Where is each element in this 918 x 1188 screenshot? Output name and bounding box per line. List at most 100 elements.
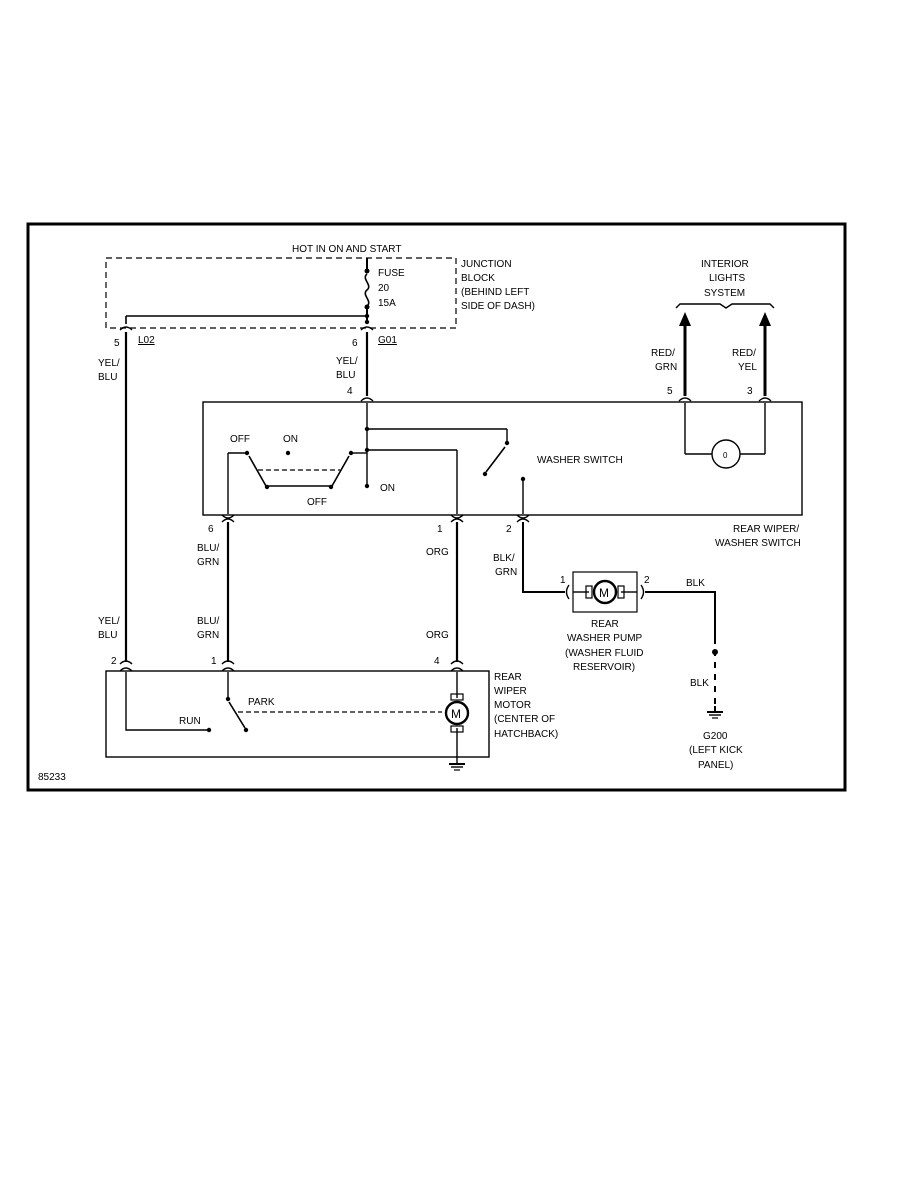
junction-block: HOT IN ON AND START JUNCTION BLOCK (BEHI… [105, 244, 535, 329]
ground-label-3: PANEL) [698, 760, 733, 771]
pin-switch-4: 4 [347, 386, 353, 397]
arrow-up-icon [759, 312, 771, 326]
wire-blu-grn-bot-1: BLU/ [197, 616, 219, 627]
label-on-top: ON [283, 434, 298, 445]
label-off-top: OFF [230, 434, 250, 445]
rear-wiper-washer-switch [202, 401, 803, 516]
connector-motor-1 [221, 660, 235, 665]
connector-switch-1b [450, 518, 464, 523]
fuse-label: FUSE [378, 268, 405, 279]
wire-blk-top: BLK [686, 578, 705, 589]
ground-label-1: G200 [703, 731, 728, 742]
interior-lights-label-3: SYSTEM [704, 288, 745, 299]
lamp-symbol: 0 [723, 451, 728, 460]
junction-block-label-3: (BEHIND LEFT [461, 287, 529, 298]
connector-switch-4 [360, 397, 374, 402]
fuse-number: 20 [378, 283, 390, 294]
motor-label-5: HATCHBACK) [494, 729, 558, 740]
wire-blu-grn-top-1: BLU/ [197, 543, 219, 554]
rear-wiper-motor: REAR WIPER MOTOR (CENTER OF HATCHBACK) R… [105, 670, 558, 771]
motor-label-4: (CENTER OF [494, 714, 555, 725]
connector-motor-2 [119, 660, 133, 665]
connector-switch-1 [450, 514, 464, 519]
label-on-mid: ON [380, 483, 395, 494]
pump-motor-icon [592, 579, 618, 605]
splice-l02: L02 [138, 335, 155, 346]
rear-washer-pump: 1 2 M REAR WASHER PUMP (WASHER FLUID RES… [560, 571, 650, 673]
washer-switch-label: WASHER SWITCH [537, 455, 623, 466]
wire-org-bot: ORG [426, 630, 449, 641]
pin-pump-1: 1 [560, 575, 566, 586]
pin-lights-5: 5 [667, 386, 673, 397]
label-off-bottom: OFF [307, 497, 327, 508]
park-label: PARK [248, 697, 275, 708]
pin-motor-2: 2 [111, 656, 117, 667]
connector-lights-5 [678, 397, 692, 402]
pump-label-2: WASHER PUMP [567, 633, 643, 644]
wire-blu-grn-bot-2: GRN [197, 630, 219, 641]
wire-red-yel-1: RED/ [732, 348, 756, 359]
pin-jb-6: 6 [352, 338, 358, 349]
connector-switch-6 [221, 514, 235, 519]
figure-id: 85233 [38, 772, 66, 783]
switch-internals: ON WASHER SWITCH OFF ON OFF [227, 403, 623, 514]
connector-switch-2b [516, 518, 530, 523]
pump-label-3: (WASHER FLUID [565, 648, 644, 659]
wire-blk-bot: BLK [690, 678, 709, 689]
run-label: RUN [179, 716, 201, 727]
wire-blk-grn-1: BLK/ [493, 553, 515, 564]
wire-yel-blu-top-1: YEL/ [98, 358, 120, 369]
pump-label-1: REAR [591, 619, 619, 630]
interior-lights-label-1: INTERIOR [701, 259, 749, 270]
wire-red-grn-2: GRN [655, 362, 677, 373]
splice-g01: G01 [378, 335, 397, 346]
connector-lights-3 [758, 397, 772, 402]
motor-label-3: MOTOR [494, 700, 531, 711]
wire-red-grn-1: RED/ [651, 348, 675, 359]
wire-blk-grn-2: GRN [495, 567, 517, 578]
wire-yel-blu-sw-2: BLU [336, 370, 355, 381]
wire-blu-grn-top-2: GRN [197, 557, 219, 568]
pin-motor-1: 1 [211, 656, 217, 667]
lamp-icon: 0 [684, 403, 766, 469]
interior-lights-system: INTERIOR LIGHTS SYSTEM RED/ GRN RED/ YEL… [651, 259, 775, 402]
pin-switch-2: 2 [506, 524, 512, 535]
pin-jb-5: 5 [114, 338, 120, 349]
wire-yel-blu-bot-1: YEL/ [98, 616, 120, 627]
motor-label-1: REAR [494, 672, 522, 683]
wiper-motor-symbol: M [451, 707, 461, 721]
pin-pump-2: 2 [644, 575, 650, 586]
junction-block-label-1: JUNCTION [461, 259, 512, 270]
interior-lights-label-2: LIGHTS [709, 273, 745, 284]
connector-jb-5 [119, 326, 133, 331]
connector-switch-2 [516, 514, 530, 519]
pump-motor-symbol: M [599, 586, 609, 600]
pin-switch-1: 1 [437, 524, 443, 535]
wire-org-top: ORG [426, 547, 449, 558]
pump-label-4: RESERVOIR) [573, 662, 635, 673]
fuse-icon [364, 273, 370, 307]
connector-switch-6b [221, 518, 235, 523]
motor-label-2: WIPER [494, 686, 527, 697]
fuse-rating: 15A [378, 298, 396, 309]
ground-icon [449, 757, 465, 771]
pin-lights-3: 3 [747, 386, 753, 397]
pin-switch-6: 6 [208, 524, 214, 535]
wire-yel-blu-sw-1: YEL/ [336, 356, 358, 367]
ground-icon [707, 706, 723, 719]
hot-label: HOT IN ON AND START [292, 244, 401, 255]
wire-yel-blu-top-2: BLU [98, 372, 117, 383]
wire-yel-blu-bot-2: BLU [98, 630, 117, 641]
ground-label-2: (LEFT KICK [689, 745, 743, 756]
junction-block-label-2: BLOCK [461, 273, 495, 284]
wiper-motor-icon [444, 700, 470, 726]
diagram-frame [26, 222, 847, 792]
wire-red-yel-2: YEL [738, 362, 757, 373]
connector-motor-4 [450, 660, 464, 665]
junction-block-label-4: SIDE OF DASH) [461, 301, 535, 312]
connector-jb-6 [360, 326, 374, 331]
switch-label-1: REAR WIPER/ [733, 524, 799, 535]
switch-label-2: WASHER SWITCH [715, 538, 801, 549]
pin-motor-4: 4 [434, 656, 440, 667]
